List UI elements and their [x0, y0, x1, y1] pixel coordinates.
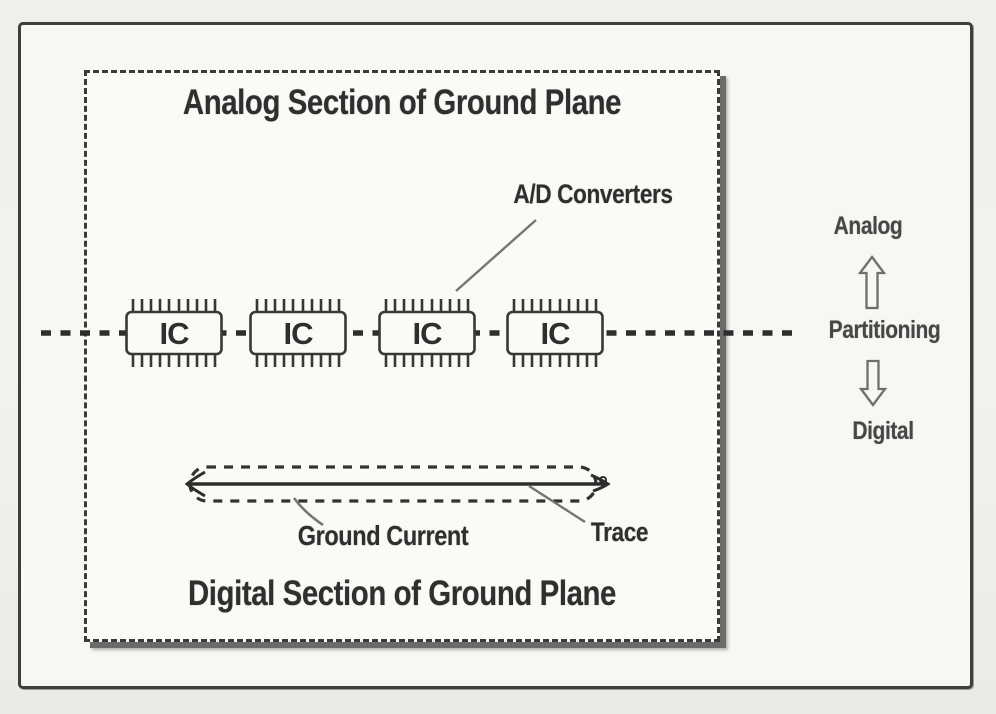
analog-section-title: Analog Section of Ground Plane — [182, 83, 622, 122]
ground-plane-box — [84, 70, 720, 642]
trace-label: Trace — [590, 517, 649, 547]
partition-digital-label: Digital — [852, 417, 914, 445]
partition-analog-label: Analog — [833, 212, 903, 240]
partition-label: Partitioning — [828, 316, 941, 344]
ad-converters-label: A/D Converters — [513, 179, 673, 209]
ground-current-label: Ground Current — [297, 520, 469, 551]
digital-section-title: Digital Section of Ground Plane — [187, 574, 617, 613]
